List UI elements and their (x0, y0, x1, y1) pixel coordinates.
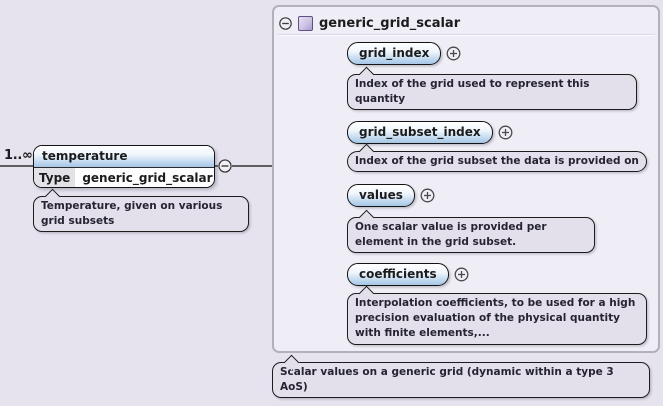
expand-icon[interactable] (454, 267, 469, 282)
expand-icon[interactable] (446, 46, 461, 61)
doc-text: Interpolation coefficients, to be used f… (355, 297, 636, 340)
element-node-values: values (347, 184, 435, 207)
doc-bubble-grid-index: Index of the grid used to represent this… (347, 66, 637, 111)
element-temperature-box[interactable]: temperature Type generic_grid_scalar (33, 145, 215, 188)
element-temperature-name[interactable]: temperature (34, 146, 214, 168)
doc-bubble-values: One scalar value is provided per element… (347, 209, 595, 254)
doc-bubble-grid-subset-index: Index of the grid subset the data is pro… (347, 143, 647, 173)
collapse-icon[interactable] (218, 159, 232, 173)
type-panel-header: generic_grid_scalar (274, 7, 658, 34)
doc-text: Index of the grid used to represent this… (355, 78, 590, 106)
expand-icon[interactable] (498, 125, 513, 140)
element-node-grid-index: grid_index (347, 42, 461, 65)
element-values[interactable]: values (347, 184, 415, 207)
element-grid-index[interactable]: grid_index (347, 42, 442, 65)
occurrence-label: 1..∞ (4, 148, 33, 163)
element-grid-subset-index[interactable]: grid_subset_index (347, 121, 493, 144)
doc-text: Index of the grid subset the data is pro… (355, 155, 639, 167)
panel-collapse-icon[interactable] (279, 16, 292, 30)
element-coefficients[interactable]: coefficients (347, 263, 449, 286)
type-panel-title: generic_grid_scalar (319, 15, 461, 31)
element-node-coefficients: coefficients (347, 263, 469, 286)
doc-bubble-coefficients: Interpolation coefficients, to be used f… (347, 285, 647, 345)
doc-bubble-temperature: Temperature, given on various grid subse… (33, 188, 249, 233)
doc-text: One scalar value is provided per element… (355, 221, 547, 249)
doc-bubble-type-panel: Scalar values on a generic grid (dynamic… (272, 354, 650, 399)
element-type-row: Type generic_grid_scalar (34, 168, 214, 187)
element-node-grid-subset-index: grid_subset_index (347, 121, 513, 144)
type-value-link[interactable]: generic_grid_scalar (82, 171, 213, 185)
type-label: Type (34, 168, 76, 187)
expand-icon[interactable] (420, 188, 435, 203)
header-separator (277, 34, 655, 36)
doc-text: Scalar values on a generic grid (dynamic… (280, 366, 614, 394)
complex-type-icon (298, 15, 313, 31)
doc-text: Temperature, given on various grid subse… (41, 200, 223, 228)
